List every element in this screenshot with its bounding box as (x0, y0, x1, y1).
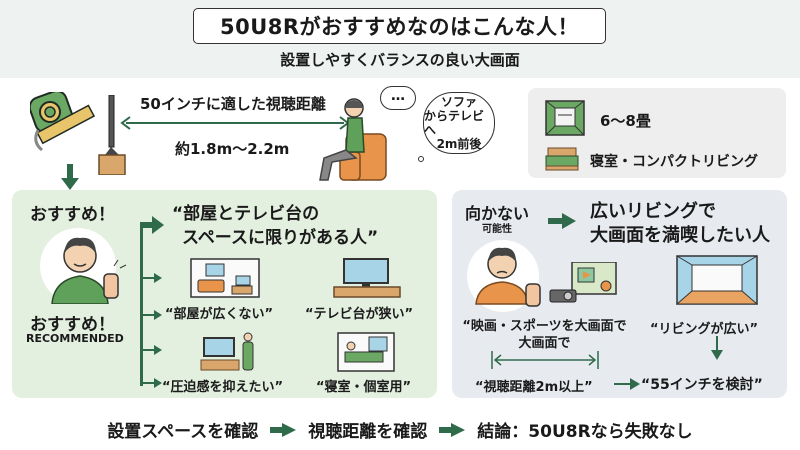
heading-line-2: 大画面を満喫したい人 (590, 225, 770, 246)
small-room-icon (190, 258, 260, 298)
person-on-sofa-icon (312, 96, 392, 184)
item-line-1: “映画・スポーツを大画面で (462, 319, 627, 334)
item-label-small-room: “部屋が広くない” (165, 307, 274, 322)
thought-bubble: ソファ からテレビへ 2m前後 (423, 92, 495, 154)
flow-step-2: 視聴距離を確認 (308, 422, 428, 442)
recommended-label-en: RECOMMENDED (26, 332, 124, 345)
flow-step-3: 結論：50U8Rなら失敗なし (477, 422, 693, 442)
room-type-value: 寝室・コンパクトリビング (590, 154, 758, 170)
room-size-icon (545, 100, 585, 136)
distance-label: 50インチに適した視聴距離 (140, 95, 326, 113)
happy-person-icon (44, 228, 130, 304)
heading-line-1: “部屋とテレビ台の (172, 204, 320, 224)
tv-on-stand-icon (97, 95, 129, 175)
heading-line-2: スペースに限りがある人” (182, 228, 379, 248)
tv-and-person-icon (200, 332, 260, 372)
page-subtitle: 設置しやすくバランスの良い大画面 (280, 51, 520, 69)
tape-measure-icon (30, 92, 98, 158)
thought-line-2: からテレビへ (424, 109, 485, 137)
item-label-bedroom: “寝室・個室用” (316, 380, 412, 395)
page-title-text: 50U8Rがおすすめなのはこんな人！ (219, 15, 580, 39)
bed-icon (545, 146, 579, 172)
flow-step-1: 設置スペースを確認 (107, 422, 259, 442)
item-label-narrow-stand: “テレビ台が狭い” (305, 307, 414, 322)
projector-screen-icon (548, 262, 618, 304)
item-label-pressure: “圧迫感を抑えたい” (162, 380, 284, 395)
item-line-2: 大画面で (518, 336, 571, 351)
down-arrow-icon (711, 336, 723, 360)
distance-note: “視聴距離2m以上” (475, 380, 593, 395)
narrow-tv-stand-icon (332, 258, 402, 298)
conclusion-flow: 設置スペースを確認 視聴距離を確認 結論：50U8Rなら失敗なし (0, 417, 800, 442)
bedroom-icon (337, 332, 395, 372)
arrow-branch-icon (140, 345, 162, 355)
recommended-label-top: おすすめ！ (30, 205, 115, 225)
thought-line-1: ソファ (440, 95, 477, 109)
not-recommended-heading: 広いリビングで 大画面を満喫したい人 (590, 200, 770, 248)
down-arrow-icon (61, 164, 79, 190)
distance-value: 約1.8m〜2.2m (175, 140, 290, 158)
heading-line-1: 広いリビングで (590, 201, 716, 222)
arrow-right-icon (548, 213, 576, 229)
flow-arrow-icon (270, 422, 297, 437)
arrow-main-icon (140, 216, 164, 234)
room-size-value: 6〜8畳 (600, 112, 651, 130)
suggestion-55inch: “55インチを検討” (641, 377, 763, 393)
tree-trunk (140, 226, 143, 386)
arrow-branch-icon (140, 378, 162, 388)
flow-arrow-icon (439, 422, 466, 437)
recommended-label-bottom: おすすめ！ (30, 315, 115, 335)
not-suited-sublabel: 可能性 (482, 224, 512, 235)
sad-person-icon (470, 242, 550, 312)
item-label-movies: “映画・スポーツを大画面で 大画面で (462, 318, 627, 352)
arrow-branch-icon (140, 310, 162, 320)
thought-line-3: 2m前後 (436, 137, 482, 151)
distance-double-arrow-icon (491, 351, 599, 369)
large-room-icon (676, 255, 758, 305)
item-label-large-living: “リビングが広い” (650, 322, 759, 337)
thought-dot (418, 156, 424, 162)
page-title: 50U8Rがおすすめなのはこんな人！ (193, 8, 606, 44)
arrow-right-icon (614, 378, 640, 390)
arrow-branch-icon (140, 273, 162, 283)
speech-bubble: … (380, 86, 416, 110)
not-suited-label: 向かない (465, 204, 530, 223)
recommended-heading: “部屋とテレビ台の スペースに限りがある人” (172, 202, 378, 250)
